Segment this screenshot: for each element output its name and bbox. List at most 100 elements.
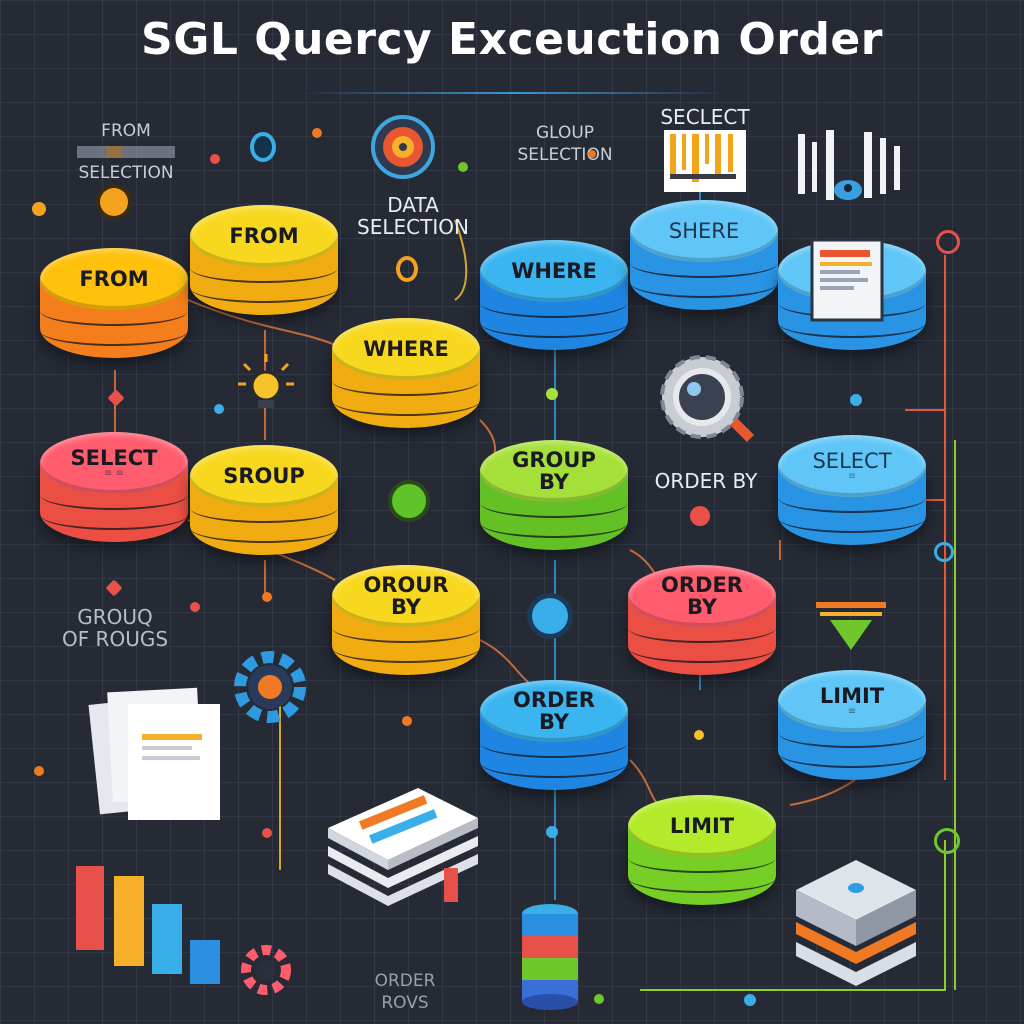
node-label: SELECT≡	[778, 443, 926, 489]
cylinder-band	[480, 308, 628, 338]
cylinder-top	[190, 445, 338, 507]
document-icon	[810, 240, 884, 322]
order-rows-caption: ORDER ROVS	[350, 970, 460, 1014]
from-caption-line: FROM	[101, 121, 151, 141]
limit-node-blue[interactable]: LIMIT≡	[778, 670, 926, 810]
node-sub-label: ≡ ≡	[104, 468, 124, 479]
dot-marker	[744, 994, 756, 1006]
dot-marker	[34, 766, 44, 776]
dot-marker	[594, 994, 604, 1004]
dot-marker	[210, 154, 220, 164]
gear-icon	[234, 651, 306, 723]
dot-marker	[690, 506, 710, 526]
node-label-line-1: WHERE	[511, 259, 597, 283]
dot-marker	[32, 202, 46, 216]
node-label-line-1: SELECT	[70, 446, 158, 470]
ring-marker	[392, 484, 426, 518]
server-icon	[796, 860, 916, 986]
bar-code-icon	[664, 130, 746, 192]
group-rows-line-1: GROUQ	[77, 605, 153, 629]
cylinder-band	[778, 503, 926, 533]
node-label-line-1: ORDER	[513, 688, 595, 712]
dot-marker	[546, 826, 558, 838]
node-label: SROUP	[190, 453, 338, 499]
shere-node[interactable]: SHERE	[630, 200, 778, 340]
books-icon	[328, 788, 478, 906]
cylinder-top	[628, 795, 776, 857]
dot-marker	[458, 162, 468, 172]
cylinder-top	[778, 670, 926, 732]
select-node-blue[interactable]: SELECT≡	[778, 435, 926, 575]
dot-marker	[190, 602, 200, 612]
node-label-line-1: SHERE	[668, 219, 740, 243]
order-rows-line-1: ORDER	[374, 971, 436, 991]
cylinder-top	[332, 565, 480, 627]
cylinder-top	[332, 318, 480, 380]
ring-marker	[250, 132, 276, 162]
cylinder-band	[480, 748, 628, 778]
node-label: FROM	[190, 213, 338, 259]
page-title: SGL Quercy Exceuction Order	[141, 14, 883, 65]
cylinder-top	[778, 435, 926, 497]
cylinder-band	[40, 500, 188, 530]
group-selection-line-1: GLOUP	[535, 123, 595, 143]
dot-marker	[546, 388, 558, 400]
ring-marker	[934, 542, 954, 562]
node-label-line-1: LIMIT	[819, 684, 885, 708]
cylinder-band	[778, 738, 926, 768]
where-node-yellow[interactable]: WHERE	[332, 318, 480, 458]
node-label-line-1: FROM	[229, 224, 299, 248]
node-label-line-2: BY	[686, 595, 718, 619]
dot-marker	[588, 150, 596, 158]
dot-marker	[214, 404, 224, 414]
data-selection-line-1: DATA	[387, 193, 439, 217]
node-label-line-2: BY	[538, 710, 570, 734]
select-caption: SECLECT	[660, 105, 750, 129]
cylinder-top	[628, 565, 776, 627]
where-node-blue[interactable]: WHERE	[480, 240, 628, 380]
data-selection-caption: DATA SELECTION	[338, 194, 488, 238]
ring-marker	[936, 230, 960, 254]
cylinder-band	[190, 513, 338, 543]
select-node-red[interactable]: SELECT≡ ≡	[40, 432, 188, 572]
node-label: LIMIT	[628, 803, 776, 849]
striped-bars-icon	[798, 130, 900, 200]
group-selection-line-2: SELECTION	[517, 145, 613, 165]
group-selection-caption: GLOUP SELECTION	[490, 122, 640, 166]
stacked-papers-icon	[88, 687, 220, 820]
magnifier-gear-icon	[660, 355, 755, 443]
node-label-line-1: SELECT	[812, 449, 892, 473]
data-selection-line-2: SELECTION	[357, 215, 469, 239]
ring-marker	[532, 598, 568, 634]
sroup-node[interactable]: SROUP	[190, 445, 338, 585]
node-label: SELECT≡ ≡	[40, 440, 188, 486]
order-rows-line-2: ROVS	[381, 993, 429, 1013]
group-of-rows-caption: GROUQ OF ROUGS	[40, 606, 190, 650]
node-sub-label: ≡	[847, 706, 857, 717]
stacked-disks-icon	[522, 904, 578, 1010]
limit-node-green[interactable]: LIMIT	[628, 795, 776, 935]
node-label: FROM	[40, 256, 188, 302]
node-label-line-2: BY	[538, 470, 570, 494]
from-node-yellow[interactable]: FROM	[190, 205, 338, 345]
node-label-line-1: FROM	[79, 267, 149, 291]
dot-marker	[402, 716, 412, 726]
ring-marker	[100, 188, 128, 216]
ring-marker	[396, 256, 418, 282]
node-label-line-2: BY	[390, 595, 422, 619]
node-label-line-1: WHERE	[363, 337, 449, 361]
cylinder-band	[332, 633, 480, 663]
cylinder-top	[630, 200, 778, 262]
cylinder-band	[332, 386, 480, 416]
cylinder-top	[480, 680, 628, 742]
from-node-orange[interactable]: FROM	[40, 248, 188, 388]
node-label: LIMIT≡	[778, 678, 926, 724]
cylinder-band	[778, 308, 926, 338]
